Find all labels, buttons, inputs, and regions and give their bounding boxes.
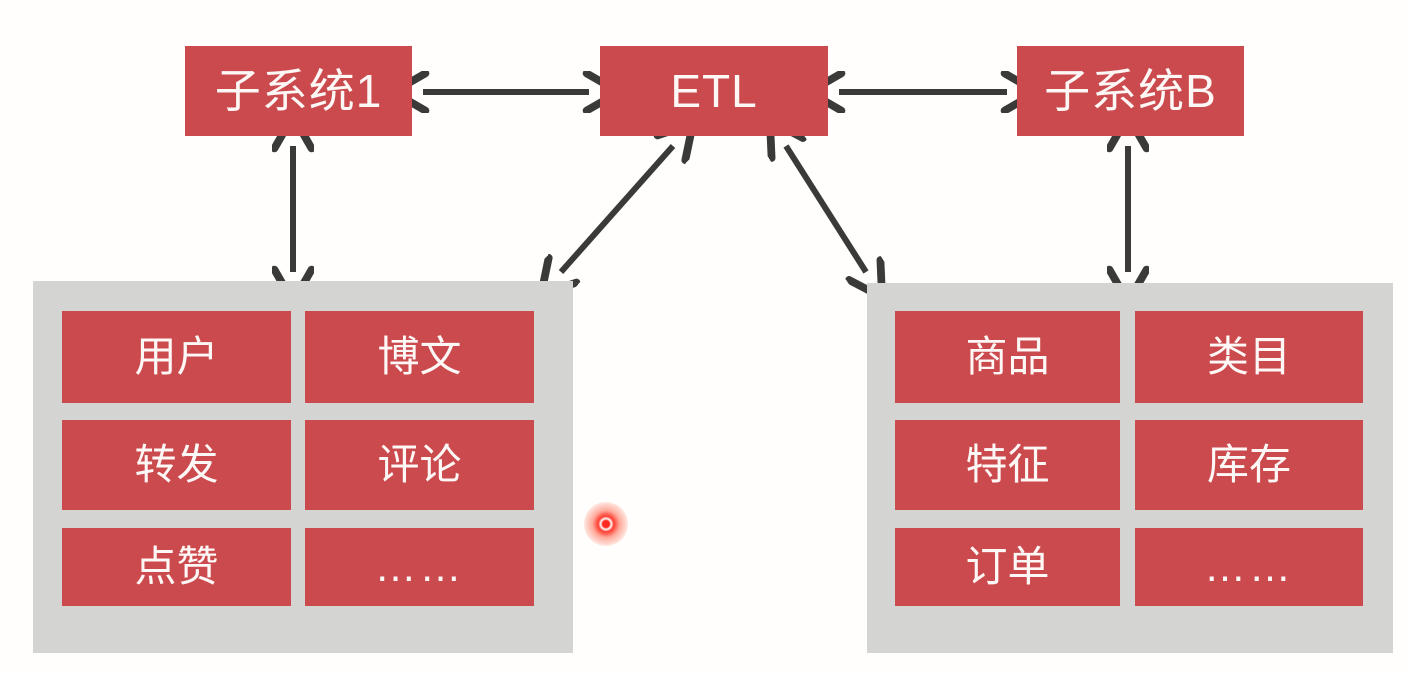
cell-more-right-label: …… — [1204, 543, 1294, 590]
cell-more-right[interactable]: …… — [1135, 528, 1363, 606]
cell-category-label: 类目 — [1206, 333, 1291, 380]
cell-comment[interactable]: 评论 — [305, 420, 534, 510]
cell-stock[interactable]: 库存 — [1135, 420, 1363, 510]
connector-etl-rightgroup — [786, 146, 866, 272]
cell-feature[interactable]: 特征 — [895, 420, 1120, 510]
cell-feature-label: 特征 — [965, 441, 1050, 488]
cell-like[interactable]: 点赞 — [62, 528, 291, 606]
cell-post[interactable]: 博文 — [305, 311, 534, 403]
click-marker-icon — [584, 502, 628, 546]
cell-order-label: 订单 — [965, 543, 1050, 590]
cell-category[interactable]: 类目 — [1135, 311, 1363, 403]
cell-more-left[interactable]: …… — [305, 528, 534, 606]
node-subsystem-b[interactable]: 子系统B — [1017, 46, 1244, 136]
cell-stock-label: 库存 — [1206, 441, 1291, 488]
cell-product-label: 商品 — [965, 333, 1050, 380]
cell-post-label: 博文 — [377, 333, 462, 380]
cell-product[interactable]: 商品 — [895, 311, 1120, 403]
node-etl[interactable]: ETL — [600, 46, 828, 136]
cell-repost[interactable]: 转发 — [62, 420, 291, 510]
node-subsystem-b-label: 子系统B — [1044, 65, 1217, 117]
cell-more-left-label: …… — [374, 543, 465, 590]
node-subsystem-1[interactable]: 子系统1 — [185, 46, 412, 136]
node-etl-label: ETL — [670, 65, 758, 117]
cell-like-label: 点赞 — [134, 543, 219, 590]
cell-user[interactable]: 用户 — [62, 311, 291, 403]
cell-user-label: 用户 — [134, 333, 219, 380]
cell-comment-label: 评论 — [377, 441, 462, 488]
cell-repost-label: 转发 — [134, 441, 219, 488]
connector-etl-leftgroup — [561, 146, 673, 272]
node-subsystem-1-label: 子系统1 — [214, 65, 383, 117]
cell-order[interactable]: 订单 — [895, 528, 1120, 606]
